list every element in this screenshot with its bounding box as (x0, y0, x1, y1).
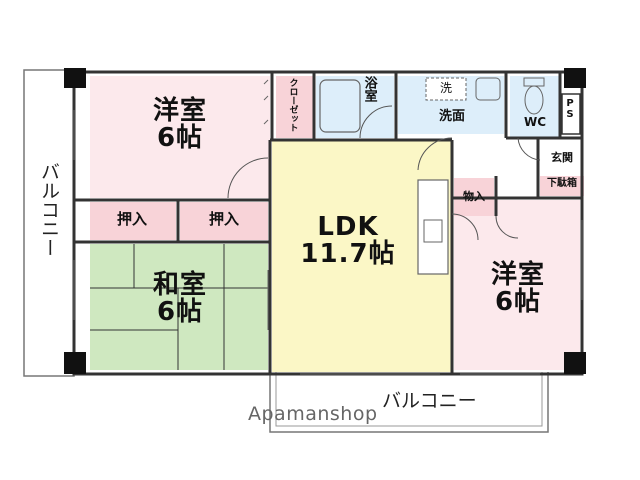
western-room-2-name: 洋室 (490, 260, 545, 290)
pipe-space-box (561, 93, 581, 135)
western-room-1-label: 洋室 6帖 (140, 96, 220, 154)
japanese-room-size: 6帖 (156, 297, 204, 328)
window-marks (73, 79, 583, 375)
pipe-space-label: PS (564, 98, 576, 120)
western-room-1-size: 6帖 (156, 123, 204, 154)
room-walk-closet-fill (276, 76, 314, 138)
closet-1-label: 押入 (116, 210, 147, 228)
tatami-lines (90, 244, 268, 370)
ldk-name: LDK (317, 212, 379, 242)
balcony-left-label: バルコニー (37, 162, 60, 257)
bath-label: 浴室 (361, 76, 377, 102)
room-closet-2-fill (180, 202, 268, 240)
room-japanese-fill (90, 244, 268, 370)
toilet-label: WC (523, 115, 547, 129)
room-bath-fill (316, 76, 394, 138)
western-room-1-name: 洋室 (152, 96, 207, 126)
closet-2-label: 押入 (208, 210, 239, 228)
washer-box (425, 77, 467, 101)
ldk-label: LDK 11.7帖 (288, 212, 408, 270)
balcony-left (23, 69, 75, 377)
room-western-1-fill (90, 76, 270, 198)
balcony-bottom-inner (275, 372, 543, 427)
wash-basin (475, 77, 501, 101)
columns (64, 68, 586, 374)
kitchen-counter (417, 179, 449, 275)
washer-label: 洗 (439, 81, 452, 95)
japanese-room-label: 和室 6帖 (140, 270, 220, 328)
storage-label: 物入 (463, 190, 485, 203)
shoe-box-label: 下駄箱 (547, 178, 577, 189)
washroom-label: 洗面 (438, 109, 465, 124)
room-shoe-box-fill (540, 176, 584, 196)
balcony-bottom-label: バルコニー (382, 390, 477, 412)
toilet-tank (523, 77, 545, 87)
room-closet-1-fill (90, 202, 176, 240)
apamanshop-logo: Apamanshop (248, 403, 378, 425)
entrance-label: 玄関 (551, 151, 573, 164)
western-room-2-size: 6帖 (494, 287, 542, 318)
door-swings (227, 105, 541, 241)
japanese-room-name: 和室 (152, 270, 207, 300)
ldk-size: 11.7帖 (300, 239, 396, 270)
bathtub (319, 79, 361, 133)
balcony-bottom (269, 372, 549, 433)
kitchen-sink (423, 219, 443, 243)
walk-closet-label: クローゼット (287, 78, 298, 132)
western-room-2-label: 洋室 6帖 (478, 260, 558, 318)
